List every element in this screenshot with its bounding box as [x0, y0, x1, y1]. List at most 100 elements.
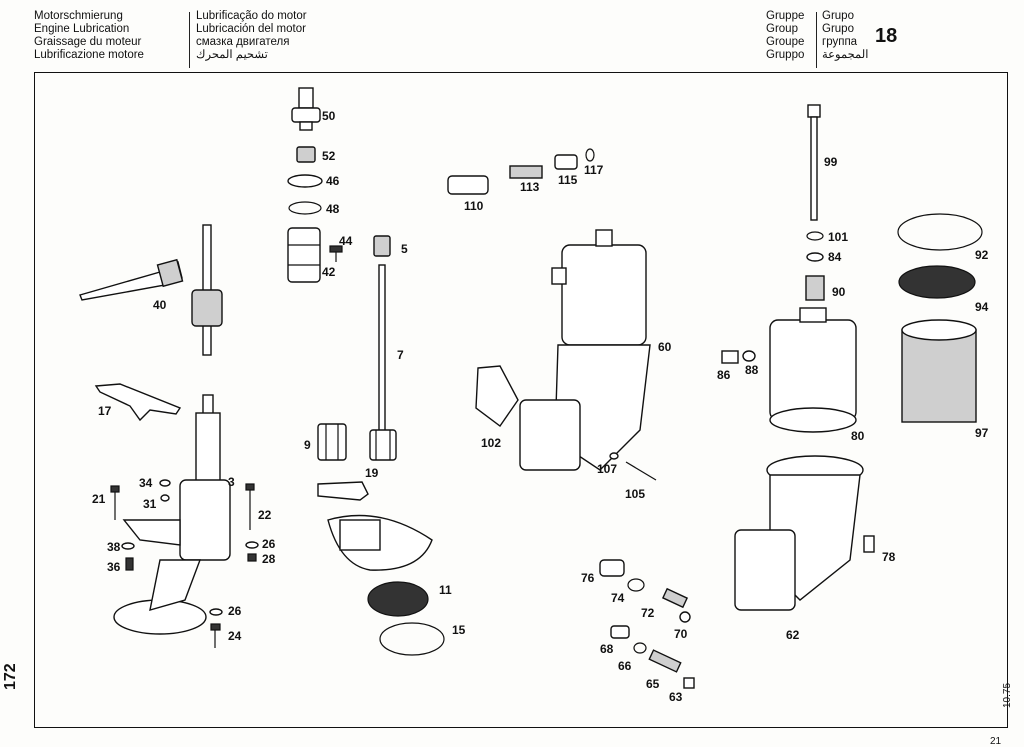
part-97-element — [901, 319, 977, 423]
part-70-ball — [679, 611, 691, 623]
part-label: 52 — [322, 149, 336, 163]
edition-date: 10.75 — [1002, 682, 1013, 708]
part-107-washer — [609, 452, 619, 460]
part-label: 63 — [669, 690, 683, 704]
part-label: 11 — [439, 583, 452, 597]
part-21-bolt — [110, 485, 120, 520]
part-label: 38 — [107, 540, 121, 554]
part-label: 76 — [581, 571, 595, 585]
part-label: 78 — [882, 550, 896, 564]
part-26-washer-2 — [209, 608, 223, 616]
part-7-shaft — [378, 264, 386, 438]
part-label: 107 — [597, 462, 618, 476]
part-60-filter — [519, 229, 651, 471]
part-label: 48 — [326, 202, 340, 216]
part-label: 9 — [304, 438, 311, 452]
part-label: 110 — [464, 199, 484, 213]
group-number: 18 — [875, 25, 898, 47]
part-label: 115 — [558, 173, 578, 187]
part-label: 62 — [786, 628, 800, 642]
part-label: 50 — [322, 109, 336, 123]
title-german: Motorschmierung — [34, 10, 123, 22]
part-65-spring — [648, 649, 682, 673]
part-label: 7 — [397, 348, 404, 362]
part-46-washer — [287, 174, 323, 188]
part-38-washer — [121, 542, 135, 550]
part-3-pump-body — [113, 394, 231, 635]
part-label: 74 — [611, 591, 625, 605]
part-label: 94 — [975, 300, 989, 314]
part-113-spring — [509, 165, 543, 179]
part-17-bracket — [94, 383, 182, 422]
part-label: 19 — [365, 466, 379, 480]
part-48-ring — [288, 201, 322, 215]
group-label-english: Group — [766, 23, 798, 35]
title-english: Engine Lubrication — [34, 23, 130, 35]
part-90-spring — [805, 275, 825, 301]
part-78-valve — [863, 535, 875, 553]
part-68-plug — [610, 625, 630, 639]
part-26-washer — [245, 541, 259, 549]
part-label: 24 — [228, 629, 242, 643]
part-76-plug — [599, 559, 625, 577]
part-28-nut — [247, 553, 257, 562]
group-label-arabic: المجموعة — [822, 49, 869, 61]
part-label: 90 — [832, 285, 846, 299]
part-117-ring — [585, 148, 595, 162]
part-80-filter — [769, 307, 857, 433]
part-52-sleeve — [296, 146, 316, 163]
part-label: 31 — [143, 497, 157, 511]
group-label-italian: Gruppo — [766, 49, 805, 61]
part-label: 21 — [92, 492, 106, 506]
part-15-clip — [379, 622, 445, 656]
part-92-seal-ring — [897, 213, 983, 251]
part-101-ring — [806, 231, 824, 241]
part-72-spring — [661, 587, 689, 609]
group-divider — [816, 12, 817, 68]
part-99-rod — [807, 104, 821, 221]
page-number: 172 — [2, 663, 19, 690]
group-label-french: Groupe — [766, 36, 805, 48]
part-84-washer — [806, 252, 824, 262]
part-36-bolt — [125, 557, 134, 571]
part-40-drive-shaft — [79, 224, 223, 356]
part-label: 44 — [339, 234, 353, 248]
title-portuguese: Lubrificação do motor — [196, 10, 307, 22]
title-italian: Lubrificazione motore — [34, 49, 144, 61]
group-label-russian: группа — [822, 36, 858, 48]
part-label: 101 — [828, 230, 849, 244]
part-5-bush — [373, 235, 391, 257]
part-label: 28 — [262, 552, 276, 566]
part-label: 97 — [975, 426, 989, 440]
title-arabic: تشحيم المحرك — [196, 49, 268, 61]
part-88-washer — [742, 350, 756, 362]
part-label: 5 — [401, 242, 408, 256]
part-86-fitting — [721, 350, 739, 364]
part-22-bolt — [245, 483, 255, 530]
part-label: 80 — [851, 429, 865, 443]
part-110-valve-body — [447, 175, 489, 195]
part-label: 22 — [258, 508, 272, 522]
part-42-housing — [287, 227, 321, 283]
title-french: Graissage du moteur — [34, 36, 142, 48]
part-label: 66 — [618, 659, 632, 673]
part-label: 3 — [228, 475, 235, 489]
sheet-number: 21 — [990, 736, 1002, 747]
part-19-gear — [369, 429, 397, 461]
part-102-gasket — [475, 365, 519, 427]
part-62-bracket — [734, 455, 864, 611]
title-spanish: Lubricación del motor — [196, 23, 306, 35]
part-63-piston — [683, 677, 695, 689]
part-label: 34 — [139, 476, 153, 490]
part-label: 26 — [228, 604, 242, 618]
part-34-washer — [159, 479, 171, 487]
header-divider — [189, 12, 190, 68]
part-label: 92 — [975, 248, 989, 262]
part-label: 88 — [745, 363, 759, 377]
part-label: 65 — [646, 677, 660, 691]
header-column-pt-es-ru-ar: Lubrificação do motor Lubricación del mo… — [196, 10, 307, 62]
header-column-de-en-fr-it: Motorschmierung Engine Lubrication Grais… — [34, 10, 144, 62]
part-115-piston — [554, 154, 578, 170]
part-label: 15 — [452, 623, 466, 637]
